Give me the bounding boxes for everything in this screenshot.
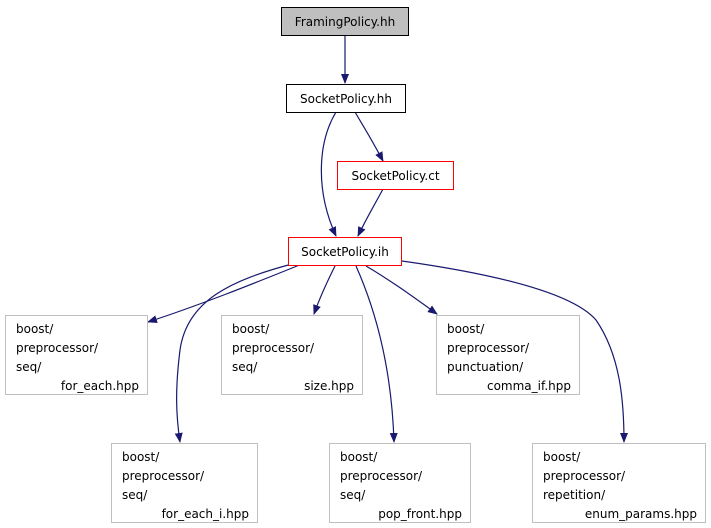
edge-socketih-to-foreach: [147, 263, 303, 324]
path-line: preprocessor/: [543, 469, 626, 483]
edge-socketct-to-socketih: [357, 188, 384, 237]
path-line: repetition/: [543, 488, 606, 502]
node-label: SocketPolicy.hh: [300, 91, 392, 106]
path-line: punctuation/: [447, 360, 524, 374]
path-line: boost/: [340, 450, 378, 464]
edge-sockethh-to-socketct: [354, 111, 384, 162]
path-line: preprocessor/: [122, 469, 205, 483]
file-name: enum_params.hpp: [584, 507, 697, 521]
file-name: for_each.hpp: [60, 379, 139, 393]
node-label: FramingPolicy.hh: [294, 14, 396, 29]
path-line: boost/: [543, 450, 581, 464]
path-line: preprocessor/: [340, 469, 423, 483]
path-line: seq/: [16, 360, 42, 374]
node-pop-front-hpp[interactable]: boost/ preprocessor/ seq/ pop_front.hpp: [329, 443, 471, 523]
edge-socketih-to-size: [313, 265, 336, 315]
node-enum-params-hpp[interactable]: boost/ preprocessor/ repetition/ enum_pa…: [532, 443, 706, 523]
node-for-each-i-hpp[interactable]: boost/ preprocessor/ seq/ for_each_i.hpp: [111, 443, 258, 523]
edge-socketih-to-comma: [365, 265, 438, 315]
path-line: boost/: [447, 322, 485, 336]
node-comma-if-hpp[interactable]: boost/ preprocessor/ punctuation/ comma_…: [436, 315, 580, 395]
file-name: pop_front.hpp: [378, 507, 462, 521]
path-line: boost/: [16, 322, 54, 336]
edge-socketih-to-popfront: [355, 265, 398, 443]
node-label: SocketPolicy.ct: [351, 168, 440, 183]
node-framing-policy-hh[interactable]: FramingPolicy.hh: [281, 7, 409, 36]
node-size-hpp[interactable]: boost/ preprocessor/ seq/ size.hpp: [221, 315, 363, 395]
node-for-each-hpp[interactable]: boost/ preprocessor/ seq/ for_each.hpp: [5, 315, 148, 395]
node-socket-policy-hh[interactable]: SocketPolicy.hh: [286, 84, 406, 113]
path-line: preprocessor/: [447, 341, 530, 355]
node-label: SocketPolicy.ih: [301, 244, 389, 259]
file-name: comma_if.hpp: [486, 379, 571, 393]
file-name: size.hpp: [304, 379, 354, 393]
node-socket-policy-ih[interactable]: SocketPolicy.ih: [288, 237, 402, 266]
path-line: seq/: [340, 488, 366, 502]
edge-sockethh-to-socketih: [320, 111, 337, 237]
path-line: preprocessor/: [232, 341, 315, 355]
edge-socketih-to-foreachi: [174, 263, 293, 443]
path-line: seq/: [232, 360, 258, 374]
path-line: seq/: [122, 488, 148, 502]
file-name: for_each_i.hpp: [161, 507, 249, 521]
path-line: boost/: [232, 322, 270, 336]
path-line: preprocessor/: [16, 341, 99, 355]
edge-socketih-to-enumparams: [401, 260, 628, 443]
path-line: boost/: [122, 450, 160, 464]
node-socket-policy-ct[interactable]: SocketPolicy.ct: [337, 161, 454, 190]
